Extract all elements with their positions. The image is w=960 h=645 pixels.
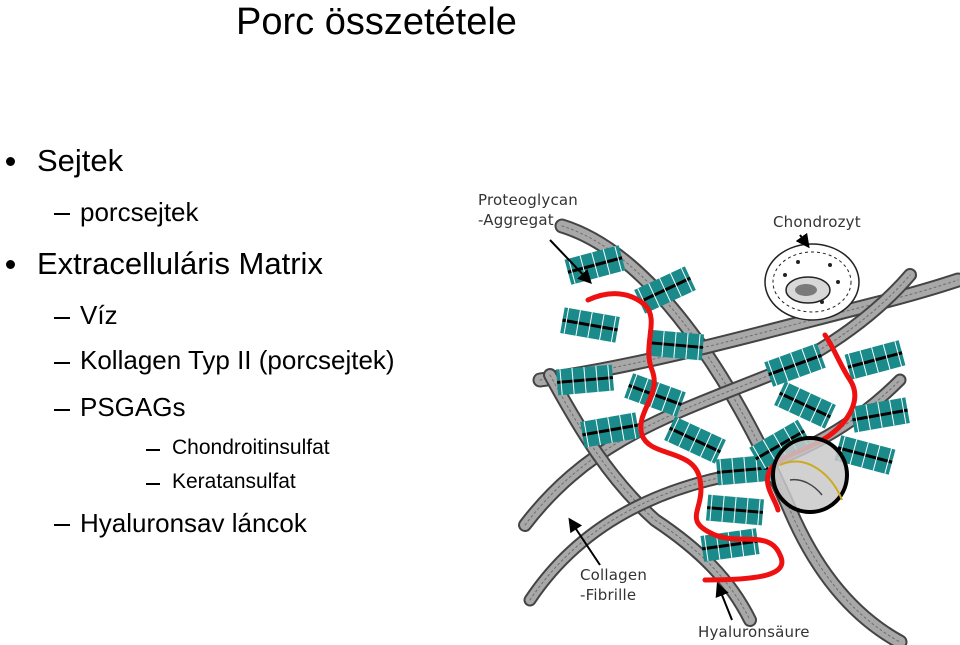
bullet-marker [146,449,160,451]
chondrocyte-cell [765,244,859,320]
proteoglycan-cluster [850,397,910,432]
cartilage-diagram: Proteoglycan -Aggregat Chondrozyt Collag… [470,180,960,645]
proteoglycan-cluster [556,365,614,396]
bullet-item: porcsejtek [80,197,199,227]
label-hyaluron: Hyaluronsäure [698,622,810,642]
proteoglycan-cluster [774,381,836,428]
bullet-marker [146,483,160,485]
bullet-marker [54,213,70,215]
bullet-item: Kollagen Typ II (porcsejtek) [80,345,395,375]
proteoglycan-cluster [646,330,704,361]
bullet-item: PSGAGs [80,392,185,422]
proteoglycan-cluster [706,495,764,526]
label-chondrozyt: Chondrozyt [773,212,861,232]
bullet-marker [54,317,70,319]
bullet-item: Keratansulfat [172,469,296,495]
proteoglycan-cluster [560,307,620,342]
bullet-item: Chondroitinsulfat [172,435,330,461]
label-collagen: Collagen -Fibrille [580,565,647,605]
bullet-marker [54,362,70,364]
bullet-marker [6,157,15,166]
bullet-marker [54,524,70,526]
bullet-item: Víz [80,300,118,330]
bullet-item: Hyaluronsav láncok [80,508,307,538]
proteoglycan-cluster [764,343,826,387]
bullet-item: Sejtek [37,143,123,179]
cartilage-illustration [470,180,960,645]
proteoglycan-cluster [845,340,906,380]
magnified-detail [773,438,847,512]
bullet-marker [6,260,15,269]
bullet-marker [54,409,70,411]
label-proteoglycan: Proteoglycan -Aggregat [478,190,578,230]
page-title: Porc összetétele [236,0,566,44]
bullet-item: Extracelluláris Matrix [37,246,323,282]
